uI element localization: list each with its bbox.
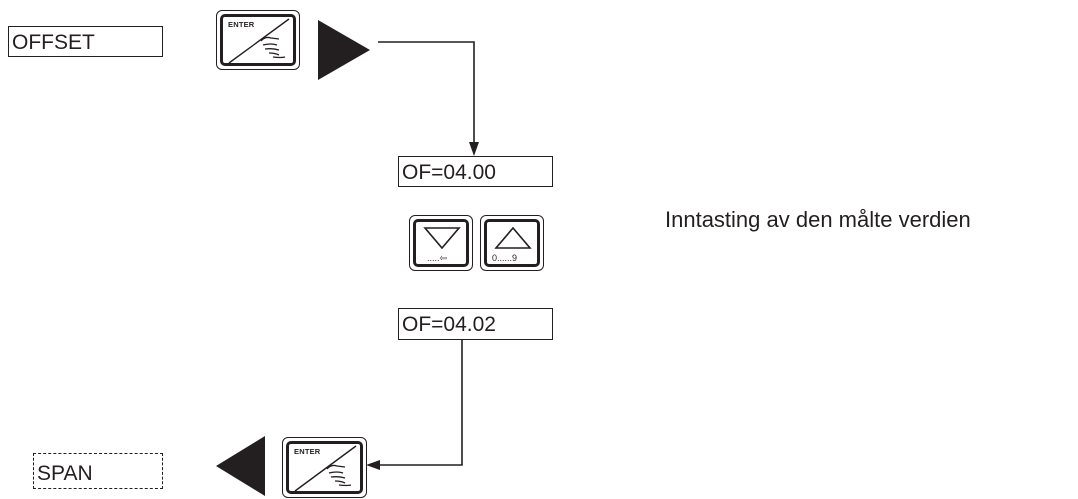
- down-key[interactable]: .....⇦: [409, 215, 473, 271]
- offset-value-adjusted-text: OF=04.02: [402, 313, 496, 336]
- down-triangle-icon: [423, 227, 461, 250]
- enter-key-hand-icon: [294, 445, 357, 492]
- connector-top-arrowhead: [469, 142, 479, 156]
- up-key-label: 0......9: [492, 253, 518, 263]
- down-key-label: .....⇦: [427, 253, 448, 263]
- enter-key-bottom-label: ENTER: [294, 447, 321, 456]
- span-display: SPAN: [33, 453, 163, 489]
- offset-value-initial-text: OF=04.00: [402, 161, 496, 184]
- offset-display: OFFSET: [8, 26, 163, 57]
- down-key-frame: [413, 219, 469, 267]
- connector-bottom-arrowhead: [366, 460, 380, 470]
- offset-display-text: OFFSET: [12, 31, 95, 54]
- up-triangle-icon: [494, 226, 532, 249]
- enter-key-bottom[interactable]: ENTER: [282, 437, 367, 498]
- connector-bottom: [380, 340, 463, 466]
- input-measured-value-note: Inntasting av den målte verdien: [665, 207, 971, 232]
- offset-value-display-adjusted: OF=04.02: [398, 308, 553, 340]
- enter-key-top-label: ENTER: [228, 20, 255, 29]
- up-key-frame: [484, 219, 540, 267]
- span-display-text: SPAN: [37, 462, 93, 485]
- up-key[interactable]: 0......9: [480, 215, 544, 271]
- enter-key-bottom-frame: [286, 441, 363, 494]
- play-left-arrow-icon: [216, 436, 265, 496]
- connector-top: [378, 41, 475, 142]
- enter-key-hand-icon: [228, 18, 290, 64]
- enter-key-top-frame: [220, 14, 296, 66]
- offset-value-display-initial: OF=04.00: [398, 156, 553, 187]
- play-right-arrow-icon: [318, 20, 370, 80]
- enter-key-top[interactable]: ENTER: [216, 10, 300, 70]
